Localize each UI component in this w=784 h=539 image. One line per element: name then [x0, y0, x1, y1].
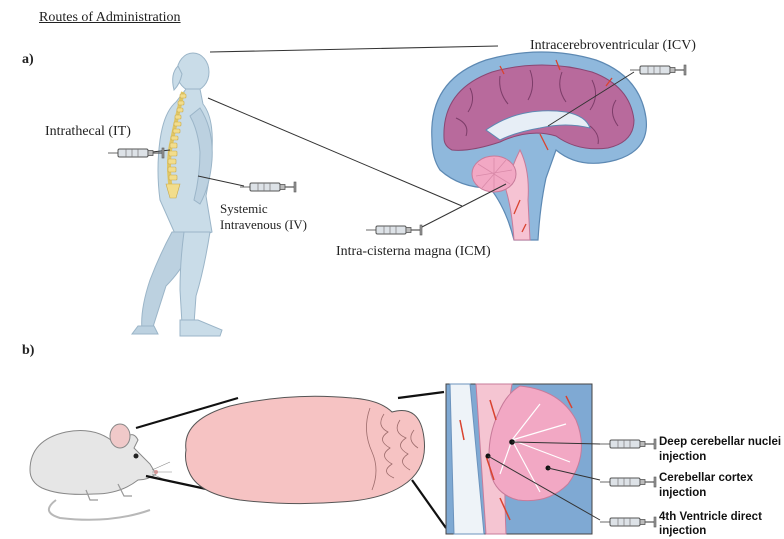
brain-connector-bottom [412, 480, 446, 528]
syringe-icon [630, 65, 686, 75]
mouse-icon [30, 424, 172, 520]
iv-label-line1: Systemic [220, 201, 268, 217]
cortex-injection-label-line1: Cerebellar cortex [659, 471, 753, 486]
dcn-injection-label-line1: Deep cerebellar nuclei [659, 435, 781, 450]
panel-a-label: a) [22, 52, 34, 68]
human-cerebellum [472, 156, 516, 192]
cerebellum-closeup [446, 384, 592, 534]
iv-label-line2: Intravenous (IV) [220, 217, 307, 233]
syringe-icon [240, 182, 296, 192]
human-brain-sagittal [432, 52, 647, 240]
syringe-icon [108, 148, 164, 158]
connector-line-top [210, 46, 498, 52]
syringe-icon [600, 477, 656, 487]
human-figure [132, 53, 222, 336]
syringe-icon [366, 225, 422, 235]
syringe-icon [600, 517, 656, 527]
icm-label: Intra-cisterna magna (ICM) [336, 244, 491, 260]
ventricle-injection-label-line2: injection [659, 524, 706, 539]
cortex-injection-label-line2: injection [659, 486, 706, 501]
brain-connector-top [398, 392, 444, 398]
it-label: Intrathecal (IT) [45, 124, 131, 140]
panel-b-label: b) [22, 343, 34, 359]
icv-label: Intracerebroventricular (ICV) [530, 38, 696, 54]
connector-line-bottom [208, 98, 462, 206]
syringe-icon [600, 439, 656, 449]
dcn-injection-label-line2: injection [659, 450, 706, 465]
icm-leader-line [420, 184, 506, 228]
mouse-brain [186, 396, 425, 503]
figure-title: Routes of Administration [39, 10, 181, 26]
ventricle-injection-label-line1: 4th Ventricle direct [659, 510, 762, 525]
